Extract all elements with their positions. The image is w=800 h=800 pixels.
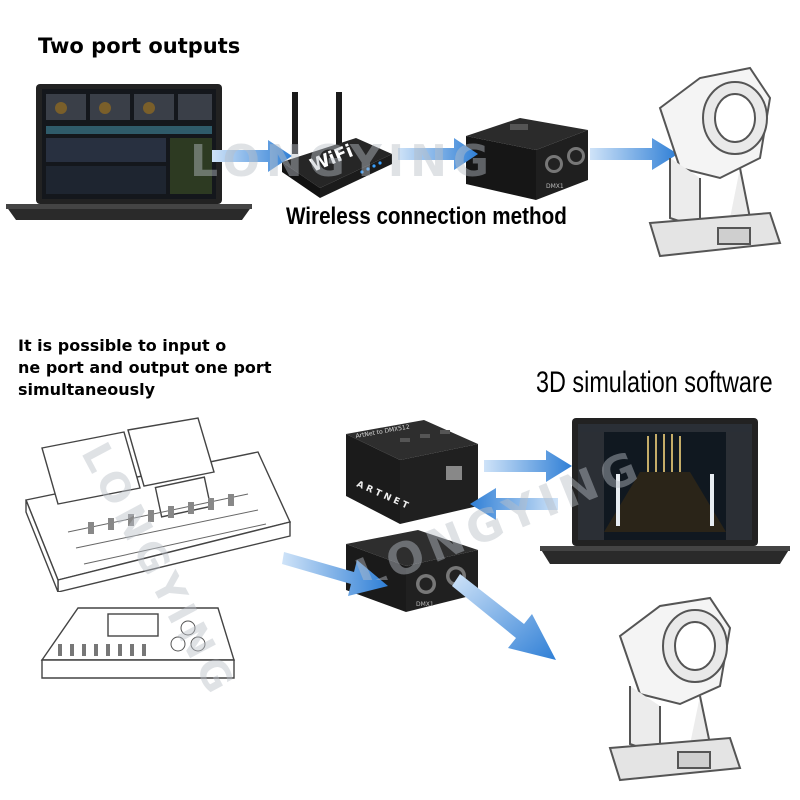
- watermark-bottom-text: LONGYING: [349, 440, 651, 580]
- top-converter-port-label: DMX1: [546, 183, 564, 190]
- top-heading: Two port outputs: [38, 34, 241, 58]
- wifi-router: WiFi: [282, 92, 392, 198]
- watermark-left: LONGYING: [72, 440, 245, 700]
- wireless-caption: Wireless connection method: [286, 203, 567, 230]
- artnet-converter-upper: ArtNet to DMX512 A R T N E T: [346, 420, 478, 524]
- bottom-heading-line1: It is possible to input o: [18, 336, 227, 355]
- moving-head-light-top: [648, 66, 782, 258]
- laptop-3d-simulation: [540, 418, 790, 564]
- lighting-console-sketch: [25, 417, 291, 592]
- arrow-converter-to-light-top: [590, 138, 678, 170]
- watermark-bottom: LONGYING: [349, 440, 651, 580]
- laptop-console-software: [6, 84, 252, 220]
- watermark-top: LONGYING: [190, 136, 495, 187]
- arrow-laptop-to-router: [212, 140, 292, 172]
- watermark-left-text: LONGYING: [72, 440, 245, 700]
- small-console-sketch: [40, 607, 235, 679]
- moving-head-light-bottom: [608, 596, 742, 782]
- arrow-converter-to-laptop: [484, 450, 572, 482]
- arrow-converter-to-light-bottom: [452, 574, 556, 660]
- bottom-heading-line3: simultaneously: [18, 380, 156, 399]
- watermark-top-text: LONGYING: [190, 136, 495, 187]
- arrow-console-to-converter: [282, 552, 388, 596]
- arrow-laptop-to-converter: [470, 488, 558, 520]
- dmx-converter-top: DMX1: [466, 118, 588, 200]
- lower-converter-port-label: DMX1: [416, 601, 434, 608]
- bottom-heading-line2: ne port and output one port: [18, 358, 272, 377]
- software-caption: 3D simulation software: [536, 366, 773, 399]
- arrow-router-to-converter: [398, 138, 478, 170]
